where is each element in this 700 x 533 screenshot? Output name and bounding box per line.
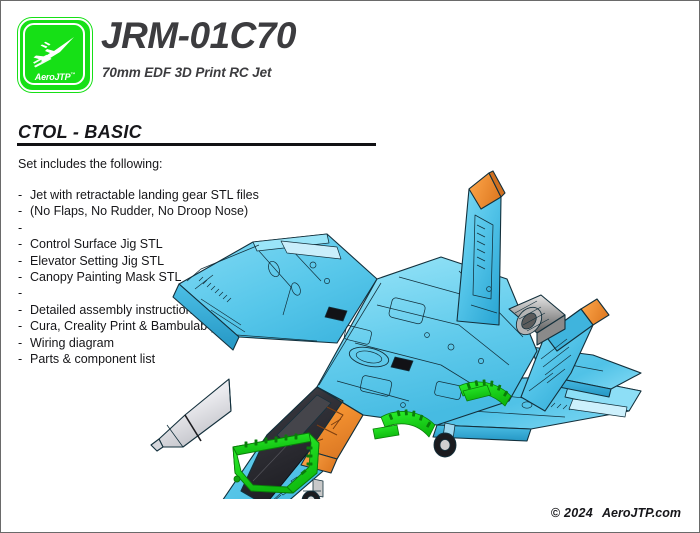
section-heading: CTOL - BASIC (18, 122, 142, 142)
elevator-setting-jig (458, 379, 512, 407)
list-item: -Jet with retractable landing gear STL f… (18, 187, 284, 203)
list-item: -Canopy Painting Mask STL (18, 269, 284, 285)
page-header: AeroJTP™ JRM-01C70 70mm EDF 3D Print RC … (1, 1, 699, 109)
canopy-mask-jig (232, 432, 320, 494)
footer: © 2024 AeroJTP.com (551, 506, 681, 520)
rc-jet-illustration (141, 129, 699, 499)
list-item: -Wiring diagram (18, 335, 284, 351)
list-item-label: (No Flaps, No Rudder, No Droop Nose) (30, 204, 249, 219)
control-surface-jig (372, 409, 436, 440)
list-bullet: - (18, 269, 23, 284)
list-item-label: Control Surface Jig STL (30, 237, 163, 252)
list-bullet: - (18, 188, 23, 202)
list-item: -Control Surface Jig STL (18, 236, 284, 252)
main-landing-gear (433, 422, 457, 458)
section-divider (17, 143, 376, 146)
list-bullet: - (18, 253, 23, 268)
list-bullet: - (18, 237, 23, 252)
nose-cone (150, 378, 232, 452)
list-item: - (18, 285, 284, 301)
list-bullet: - (18, 204, 23, 219)
copyright-text: © 2024 (550, 506, 594, 520)
logo-trademark: ™ (70, 72, 76, 78)
page-subtitle: 70mm EDF 3D Print RC Jet (102, 65, 272, 80)
list-bullet: - (18, 286, 23, 301)
list-bullet: - (18, 302, 23, 317)
left-vertical-tail (456, 170, 506, 326)
jet-logo-icon (33, 37, 74, 68)
logo-wordmark: AeroJTP™ (20, 72, 90, 82)
includes-intro: Set includes the following: (18, 157, 163, 171)
edf-exhaust-nozzle (508, 294, 566, 346)
website-text: AeroJTP.com (602, 506, 681, 520)
nose-landing-gear (301, 478, 324, 499)
page-title: JRM-01C70 (101, 15, 296, 56)
list-bullet: - (18, 319, 23, 334)
list-item-label: Parts & component list (30, 351, 156, 366)
list-bullet: - (18, 335, 23, 350)
list-item: -Elevator Setting Jig STL (18, 253, 284, 269)
aerojtp-logo: AeroJTP™ (18, 18, 92, 92)
logo-wordmark-text: AeroJTP (34, 72, 71, 82)
list-bullet: - (18, 351, 23, 366)
list-item-label: Canopy Painting Mask STL (30, 269, 182, 284)
logo-inner-border (23, 23, 85, 85)
right-vertical-tail (520, 298, 610, 412)
list-item: -(No Flaps, No Rudder, No Droop Nose) (18, 203, 284, 219)
left-wing (172, 233, 378, 351)
rc-jet-3d-render (150, 170, 642, 499)
list-item: - (18, 220, 284, 236)
list-item: -Parts & component list (18, 351, 284, 367)
list-item-label: Wiring diagram (30, 335, 115, 350)
list-item-label: Elevator Setting Jig STL (30, 253, 165, 268)
list-item-label: Jet with retractable landing gear STL fi… (30, 188, 259, 202)
list-bullet: - (18, 220, 23, 235)
